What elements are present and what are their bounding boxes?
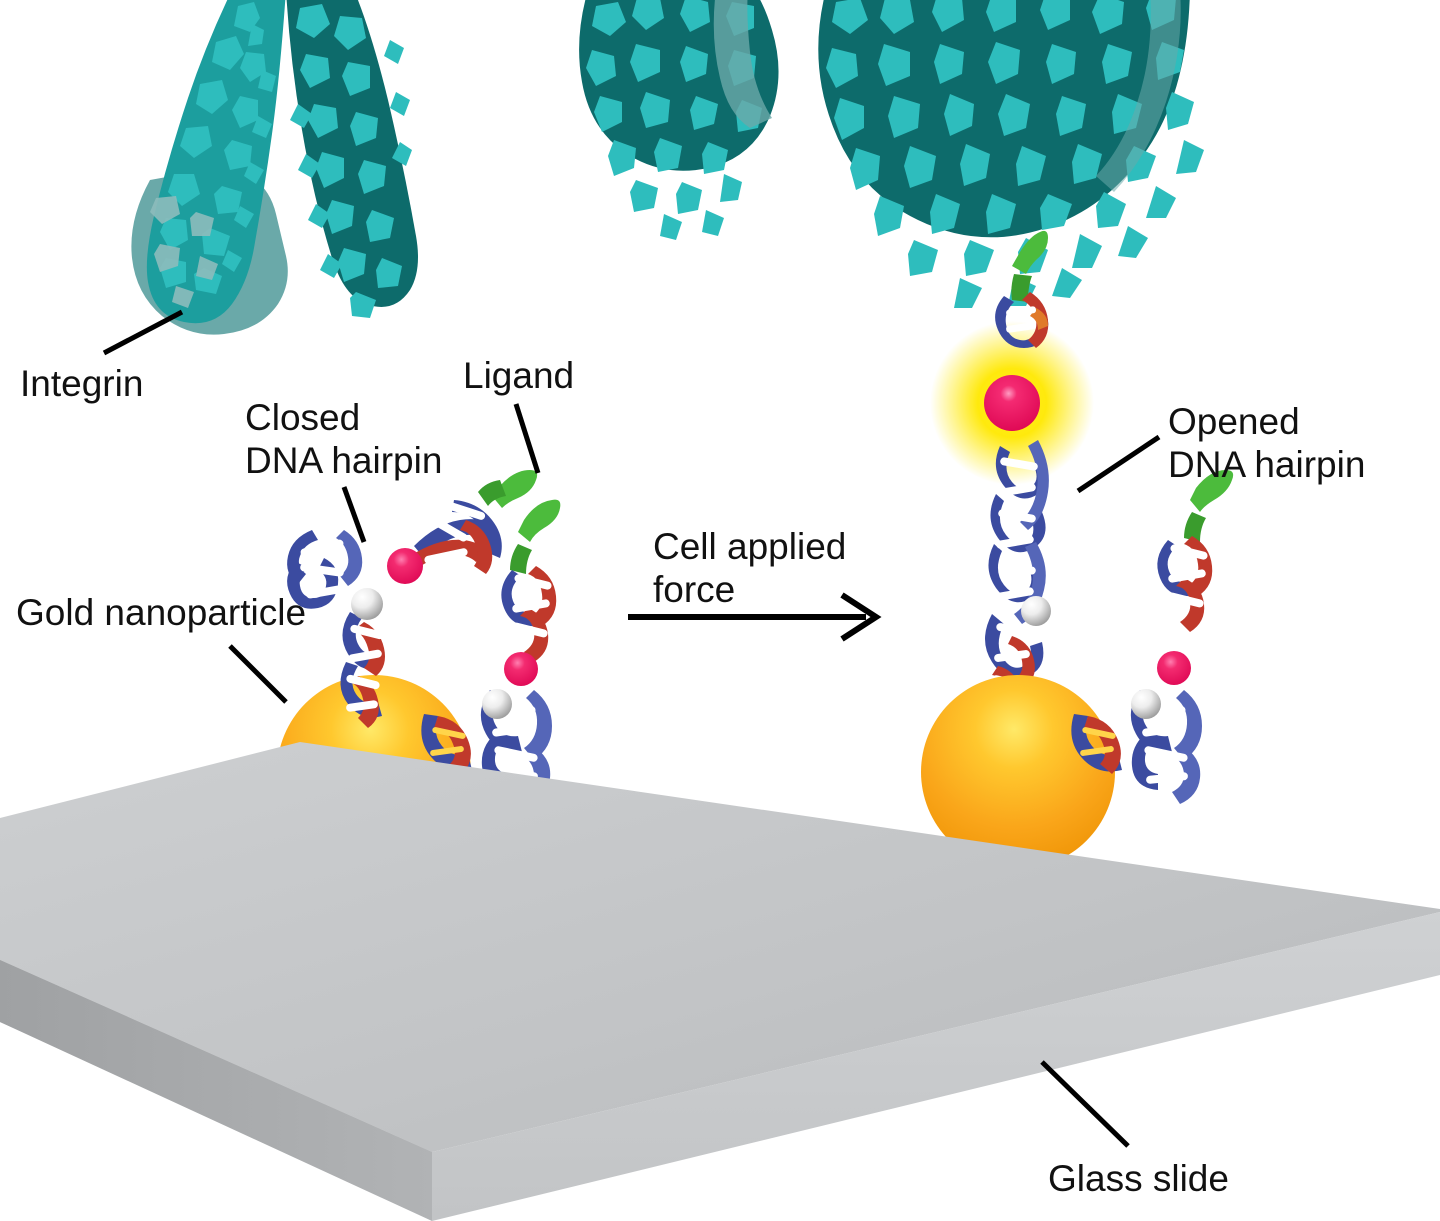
label-cell-applied-force-line2: force [653, 569, 736, 610]
label-gold-nanoparticle: Gold nanoparticle [16, 592, 307, 633]
leader-closed-hairpin [341, 486, 367, 543]
quencher-3 [1131, 689, 1161, 719]
ligand-icon-opened-shade [1011, 274, 1032, 302]
force-arrow-head [840, 592, 882, 642]
label-opened-dna-hairpin-line2: DNA hairpin [1168, 444, 1366, 485]
fluorophore-opened [984, 375, 1040, 431]
glass-slide-left-face-b [0, 960, 432, 1214]
leader-lines [102, 309, 1161, 1148]
glass-slide-front-face [432, 912, 1440, 1221]
leader-gold-nanoparticle [228, 644, 288, 704]
label-cell-applied-force-line1: Cell applied [653, 526, 847, 567]
label-closed-dna-hairpin-line2: DNA hairpin [245, 440, 443, 481]
gold-nanoparticle-right [921, 675, 1115, 869]
label-opened-dna-hairpin-line1: Opened [1168, 401, 1300, 442]
leader-ligand [513, 403, 541, 474]
leader-glass-slide [1040, 1060, 1130, 1148]
glass-slide [0, 742, 1440, 1221]
ligand-icon-1-shade [478, 480, 506, 506]
fluorophore-1 [387, 548, 423, 584]
leader-opened-hairpin [1076, 434, 1161, 494]
label-integrin: Integrin [20, 363, 144, 404]
ligand-icon-opened [1012, 230, 1048, 274]
integrin-left-texture-b [290, 4, 412, 318]
quencher-2 [482, 689, 512, 719]
integrin-center [579, 0, 779, 240]
anchor-duplex-right [1071, 714, 1122, 774]
integrin-right-texture [826, 0, 1204, 308]
quencher-1 [351, 588, 383, 620]
leader-integrin [102, 309, 184, 356]
integrin-center-ghost [713, 0, 772, 128]
label-ligand: Ligand [463, 355, 575, 396]
cell-applied-force-arrow [628, 592, 882, 642]
quencher-opened [1021, 596, 1051, 626]
fluorophore-2 [504, 652, 538, 686]
ligand-icon-2 [518, 499, 561, 542]
ligand-icon-2-shade [510, 544, 532, 574]
closed-dna-hairpin-3 [1130, 470, 1234, 804]
integrin-left-ghost-texture [150, 196, 218, 308]
label-glass-slide: Glass slide [1048, 1158, 1229, 1199]
ligand-icon-1 [492, 470, 538, 508]
anchor-duplex-left [421, 714, 472, 774]
integrin-left [131, 0, 418, 335]
glass-slide-top-face [0, 742, 1440, 1152]
integrin-right-ghost [1096, 0, 1181, 192]
fluorophore-3 [1157, 651, 1191, 685]
integrin-right [818, 0, 1204, 308]
closed-dna-hairpin-1 [287, 470, 538, 728]
ligand-icon-3 [1190, 470, 1234, 512]
label-closed-dna-hairpin-line1: Closed [245, 397, 361, 438]
opened-hairpin-top-duplex [995, 292, 1049, 348]
ligand-icon-3-shade [1184, 512, 1206, 542]
